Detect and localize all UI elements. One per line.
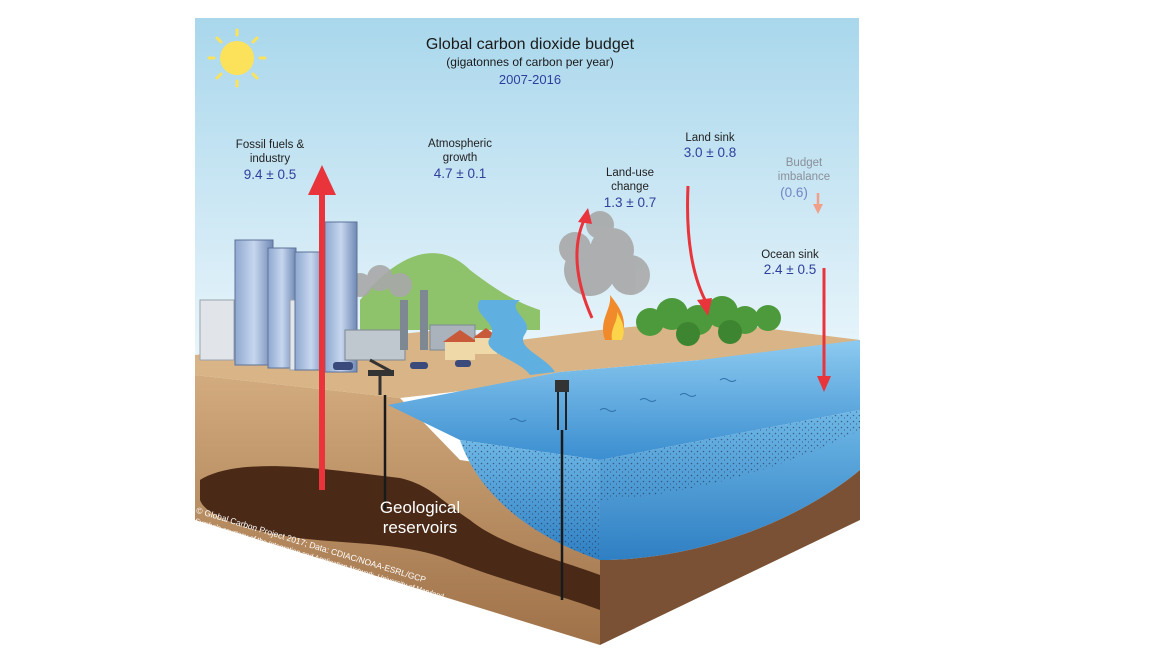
river	[477, 300, 555, 375]
land-use-label-line2: change	[611, 181, 649, 194]
land-sink-label-text: Land sink	[685, 132, 735, 144]
atmospheric-value: 4.7 ± 0.1	[433, 165, 487, 181]
imbalance-arrow	[813, 193, 823, 214]
imbalance-label-line1: Budget	[785, 157, 823, 169]
atmospheric-label: Atmospheric growth 4.7 ± 0.1	[400, 137, 520, 183]
land-sink-label: Land sink 3.0 ± 0.8	[655, 131, 765, 162]
atmospheric-label-line2: growth	[442, 152, 478, 165]
land-use-label-line1: Land-use	[606, 167, 654, 179]
houses	[443, 328, 499, 360]
ocean-sink-label: Ocean sink 2.4 ± 0.5	[735, 248, 845, 279]
cars	[333, 360, 471, 370]
ocean-waves	[509, 378, 737, 422]
geological-line1: Geological	[379, 498, 461, 517]
forest	[636, 296, 781, 346]
geological-line2: reservoirs	[382, 517, 458, 537]
city-buildings	[199, 221, 476, 373]
imbalance-label: Budget imbalance (0.6)	[754, 156, 854, 202]
fossil-label: Fossil fuels & industry 9.4 ± 0.5	[210, 138, 330, 184]
fossil-value: 9.4 ± 0.5	[243, 166, 297, 182]
sun-icon	[207, 28, 267, 88]
land-use-value: 1.3 ± 0.7	[603, 194, 657, 210]
land-use-label: Land-use change 1.3 ± 0.7	[575, 166, 685, 212]
oil-pump-icon	[368, 358, 394, 510]
fire	[603, 295, 625, 340]
soil-right-face	[600, 470, 860, 645]
fossil-arrow	[308, 165, 336, 490]
diagram-period: 2007-2016	[498, 72, 562, 87]
diagram-title: Global carbon dioxide budget	[425, 36, 635, 53]
imbalance-label-line2: imbalance	[777, 171, 831, 184]
imbalance-value: (0.6)	[780, 184, 808, 200]
fossil-label-line1: Fossil fuels &	[235, 139, 305, 151]
ocean-surface	[388, 340, 860, 460]
diagram-subtitle: (gigatonnes of carbon per year)	[446, 55, 614, 69]
fossil-label-line2: industry	[249, 153, 291, 166]
ocean-sink-value: 2.4 ± 0.5	[763, 262, 817, 278]
geological-reservoirs-label: Geological reservoirs	[360, 498, 480, 537]
geological-reservoir-layer	[200, 466, 600, 610]
land-sink-value: 3.0 ± 0.8	[683, 145, 737, 161]
offshore-rig-icon	[555, 380, 569, 600]
ocean-sink-label-text: Ocean sink	[761, 249, 819, 261]
land-use-arrow	[575, 208, 594, 319]
ocean-sink-arrow	[817, 268, 831, 392]
land-sink-arrow	[686, 185, 712, 316]
atmospheric-label-line1: Atmospheric	[428, 138, 492, 150]
